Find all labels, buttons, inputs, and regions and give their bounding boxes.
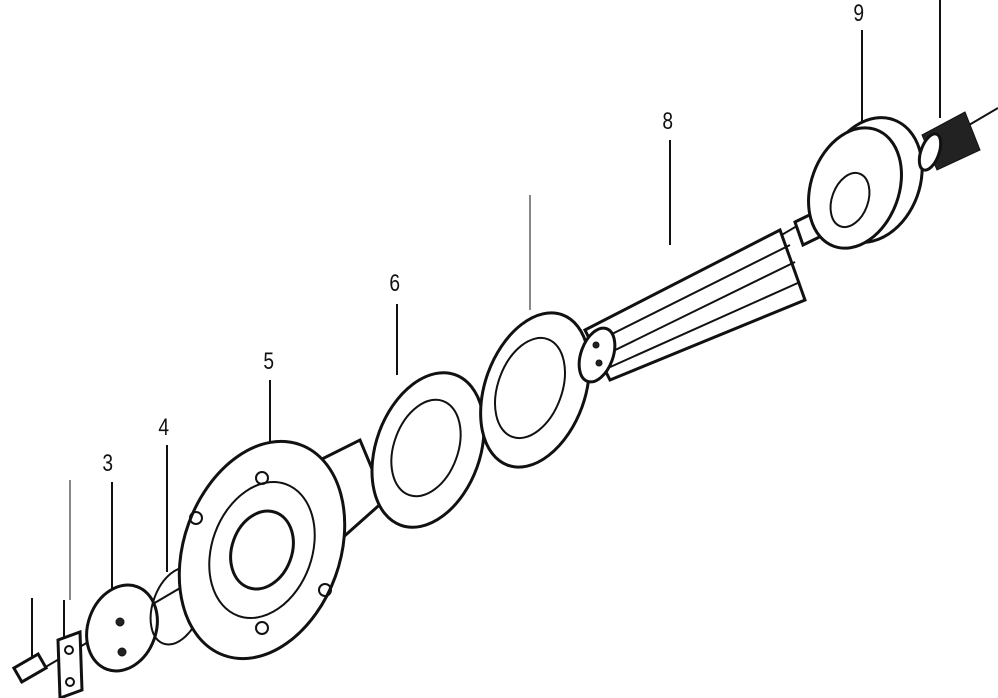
cover-disc <box>85 583 159 673</box>
seal-ring <box>370 371 486 529</box>
callout-4: 4 <box>158 414 170 441</box>
flange-housing <box>177 437 387 661</box>
callout-6: 6 <box>389 270 401 297</box>
leader-lines <box>31 0 941 668</box>
callout-3: 3 <box>102 450 114 477</box>
ball-bearing <box>479 311 591 469</box>
splined-shaft <box>577 202 840 384</box>
gear <box>807 116 924 250</box>
callout-8: 8 <box>662 108 674 135</box>
callout-5: 5 <box>263 348 275 375</box>
bolt <box>11 652 49 684</box>
needle-bearing <box>917 111 981 172</box>
lock-plate <box>56 629 84 698</box>
callout-9: 9 <box>853 0 865 27</box>
